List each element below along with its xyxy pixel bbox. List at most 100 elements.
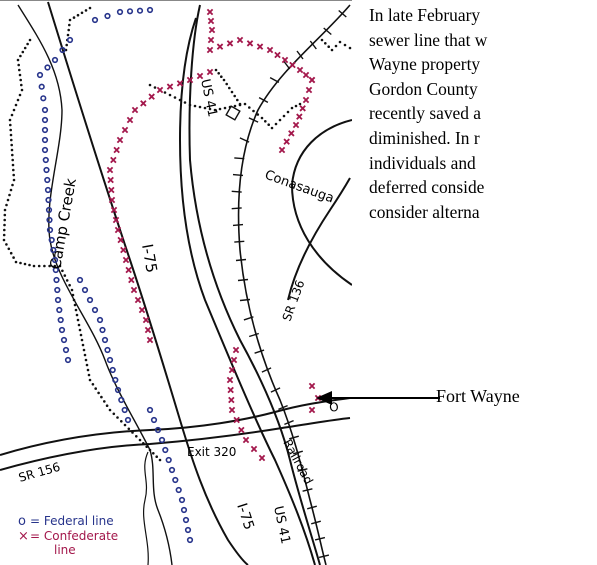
text-line: Wayne property xyxy=(369,54,481,75)
boundary-dot xyxy=(19,261,22,265)
federal-marker xyxy=(91,306,99,314)
boundary-dot xyxy=(131,431,134,434)
federal-marker xyxy=(44,186,52,194)
railroad-tie xyxy=(234,240,245,243)
federal-marker xyxy=(178,496,186,504)
confederate-marker xyxy=(186,76,194,84)
boundary-dot xyxy=(23,46,27,50)
railroad-tie xyxy=(283,60,291,70)
text-line: recently saved a xyxy=(369,103,482,124)
railroad-tie xyxy=(243,316,254,321)
boundary-dot xyxy=(53,264,57,268)
federal-marker xyxy=(62,346,70,354)
text-line: Gordon County xyxy=(369,78,478,99)
federal-marker xyxy=(57,316,64,324)
boundary-dot xyxy=(86,368,90,372)
boundary-dot xyxy=(12,178,16,182)
federal-marker xyxy=(168,466,176,474)
confederate-marker xyxy=(228,366,236,374)
railroad-tie xyxy=(232,223,244,227)
legend-confederate-label-line2: line xyxy=(54,543,76,557)
confederate-marker xyxy=(308,406,316,414)
boundary-dot xyxy=(18,68,21,72)
railroad-tie xyxy=(254,349,265,354)
boundary-dot xyxy=(14,103,18,107)
boundary-dot xyxy=(8,118,12,122)
confederate-marker xyxy=(156,86,164,94)
federal-marker xyxy=(52,266,59,274)
federal-marker xyxy=(104,346,111,354)
confederate-marker xyxy=(116,136,124,144)
federal-marker xyxy=(136,7,144,14)
confederate-marker xyxy=(230,356,238,364)
railroad-tie xyxy=(235,258,247,262)
boundary-dot xyxy=(32,264,36,268)
confederate-marker xyxy=(283,138,290,145)
federal-marker xyxy=(172,476,179,484)
boundary-dot xyxy=(16,58,20,62)
boundary-dot xyxy=(75,313,79,317)
boundary-dot xyxy=(294,104,298,108)
boundary-dot xyxy=(334,44,338,48)
boundary-dot xyxy=(8,193,11,197)
railroad-tie xyxy=(270,387,281,393)
boundary-dot xyxy=(85,363,89,367)
boundary-dot xyxy=(65,43,68,47)
text-line: In late February xyxy=(369,5,481,25)
boundary-dot xyxy=(163,91,167,94)
federal-marker xyxy=(182,516,190,524)
confederate-marker xyxy=(228,406,236,414)
confederate-marker xyxy=(208,26,216,34)
federal-marker xyxy=(66,36,74,44)
federal-marker xyxy=(96,316,104,324)
boundary-dot xyxy=(28,38,32,42)
confederate-marker xyxy=(288,130,295,137)
confederate-marker xyxy=(250,445,258,453)
federal-marker xyxy=(184,526,192,534)
federal-marker xyxy=(114,386,122,394)
boundary-dot xyxy=(282,114,286,118)
battlefield-map: US 41 US 41 I-75 I-75 Camp Creek Conasau… xyxy=(0,0,352,565)
boundary-dot xyxy=(80,338,84,342)
boundary-dot xyxy=(81,343,85,347)
confederate-marker xyxy=(114,226,122,234)
boundary-dot xyxy=(68,283,71,287)
boundary-dot xyxy=(3,228,6,232)
boundary-dot xyxy=(228,86,231,90)
boundary-dot xyxy=(148,83,152,87)
boundary-dot xyxy=(72,298,76,302)
boundary-dot xyxy=(82,348,86,352)
boundary-dot xyxy=(138,438,142,442)
federal-marker xyxy=(48,236,55,244)
confederate-marker xyxy=(305,86,313,94)
boundary-dot xyxy=(5,243,8,246)
article-text: In late February sewer line that w Wayne… xyxy=(369,3,597,224)
railroad-tie xyxy=(289,435,299,440)
boundary-dot xyxy=(18,73,22,77)
confederate-marker xyxy=(296,66,304,74)
federal-marker xyxy=(116,8,124,16)
label-conasauga: Conasauga xyxy=(263,168,336,207)
boundary-dot xyxy=(183,101,187,104)
boundary-dot xyxy=(155,455,158,459)
confederate-marker xyxy=(144,326,152,334)
confederate-marker xyxy=(292,121,300,129)
federal-marker xyxy=(64,356,72,364)
federal-marker xyxy=(146,406,154,414)
confederate-marker xyxy=(281,56,289,64)
label-railroad: Railroad xyxy=(280,437,315,487)
boundary-dot xyxy=(88,378,92,382)
railroad-tie xyxy=(269,76,280,84)
label-i75-bottom: I-75 xyxy=(233,501,257,532)
federal-marker xyxy=(118,396,125,404)
federal-marker xyxy=(50,246,57,254)
boundary-dot xyxy=(11,158,14,162)
federal-marker xyxy=(154,426,162,434)
federal-marker xyxy=(150,416,158,424)
boundary-dot xyxy=(9,133,13,137)
confederate-marker xyxy=(142,316,150,324)
railroad-ties xyxy=(231,9,347,559)
boundary-dot xyxy=(78,328,82,332)
boundary-dot xyxy=(225,82,228,86)
boundary-dot xyxy=(20,83,23,87)
